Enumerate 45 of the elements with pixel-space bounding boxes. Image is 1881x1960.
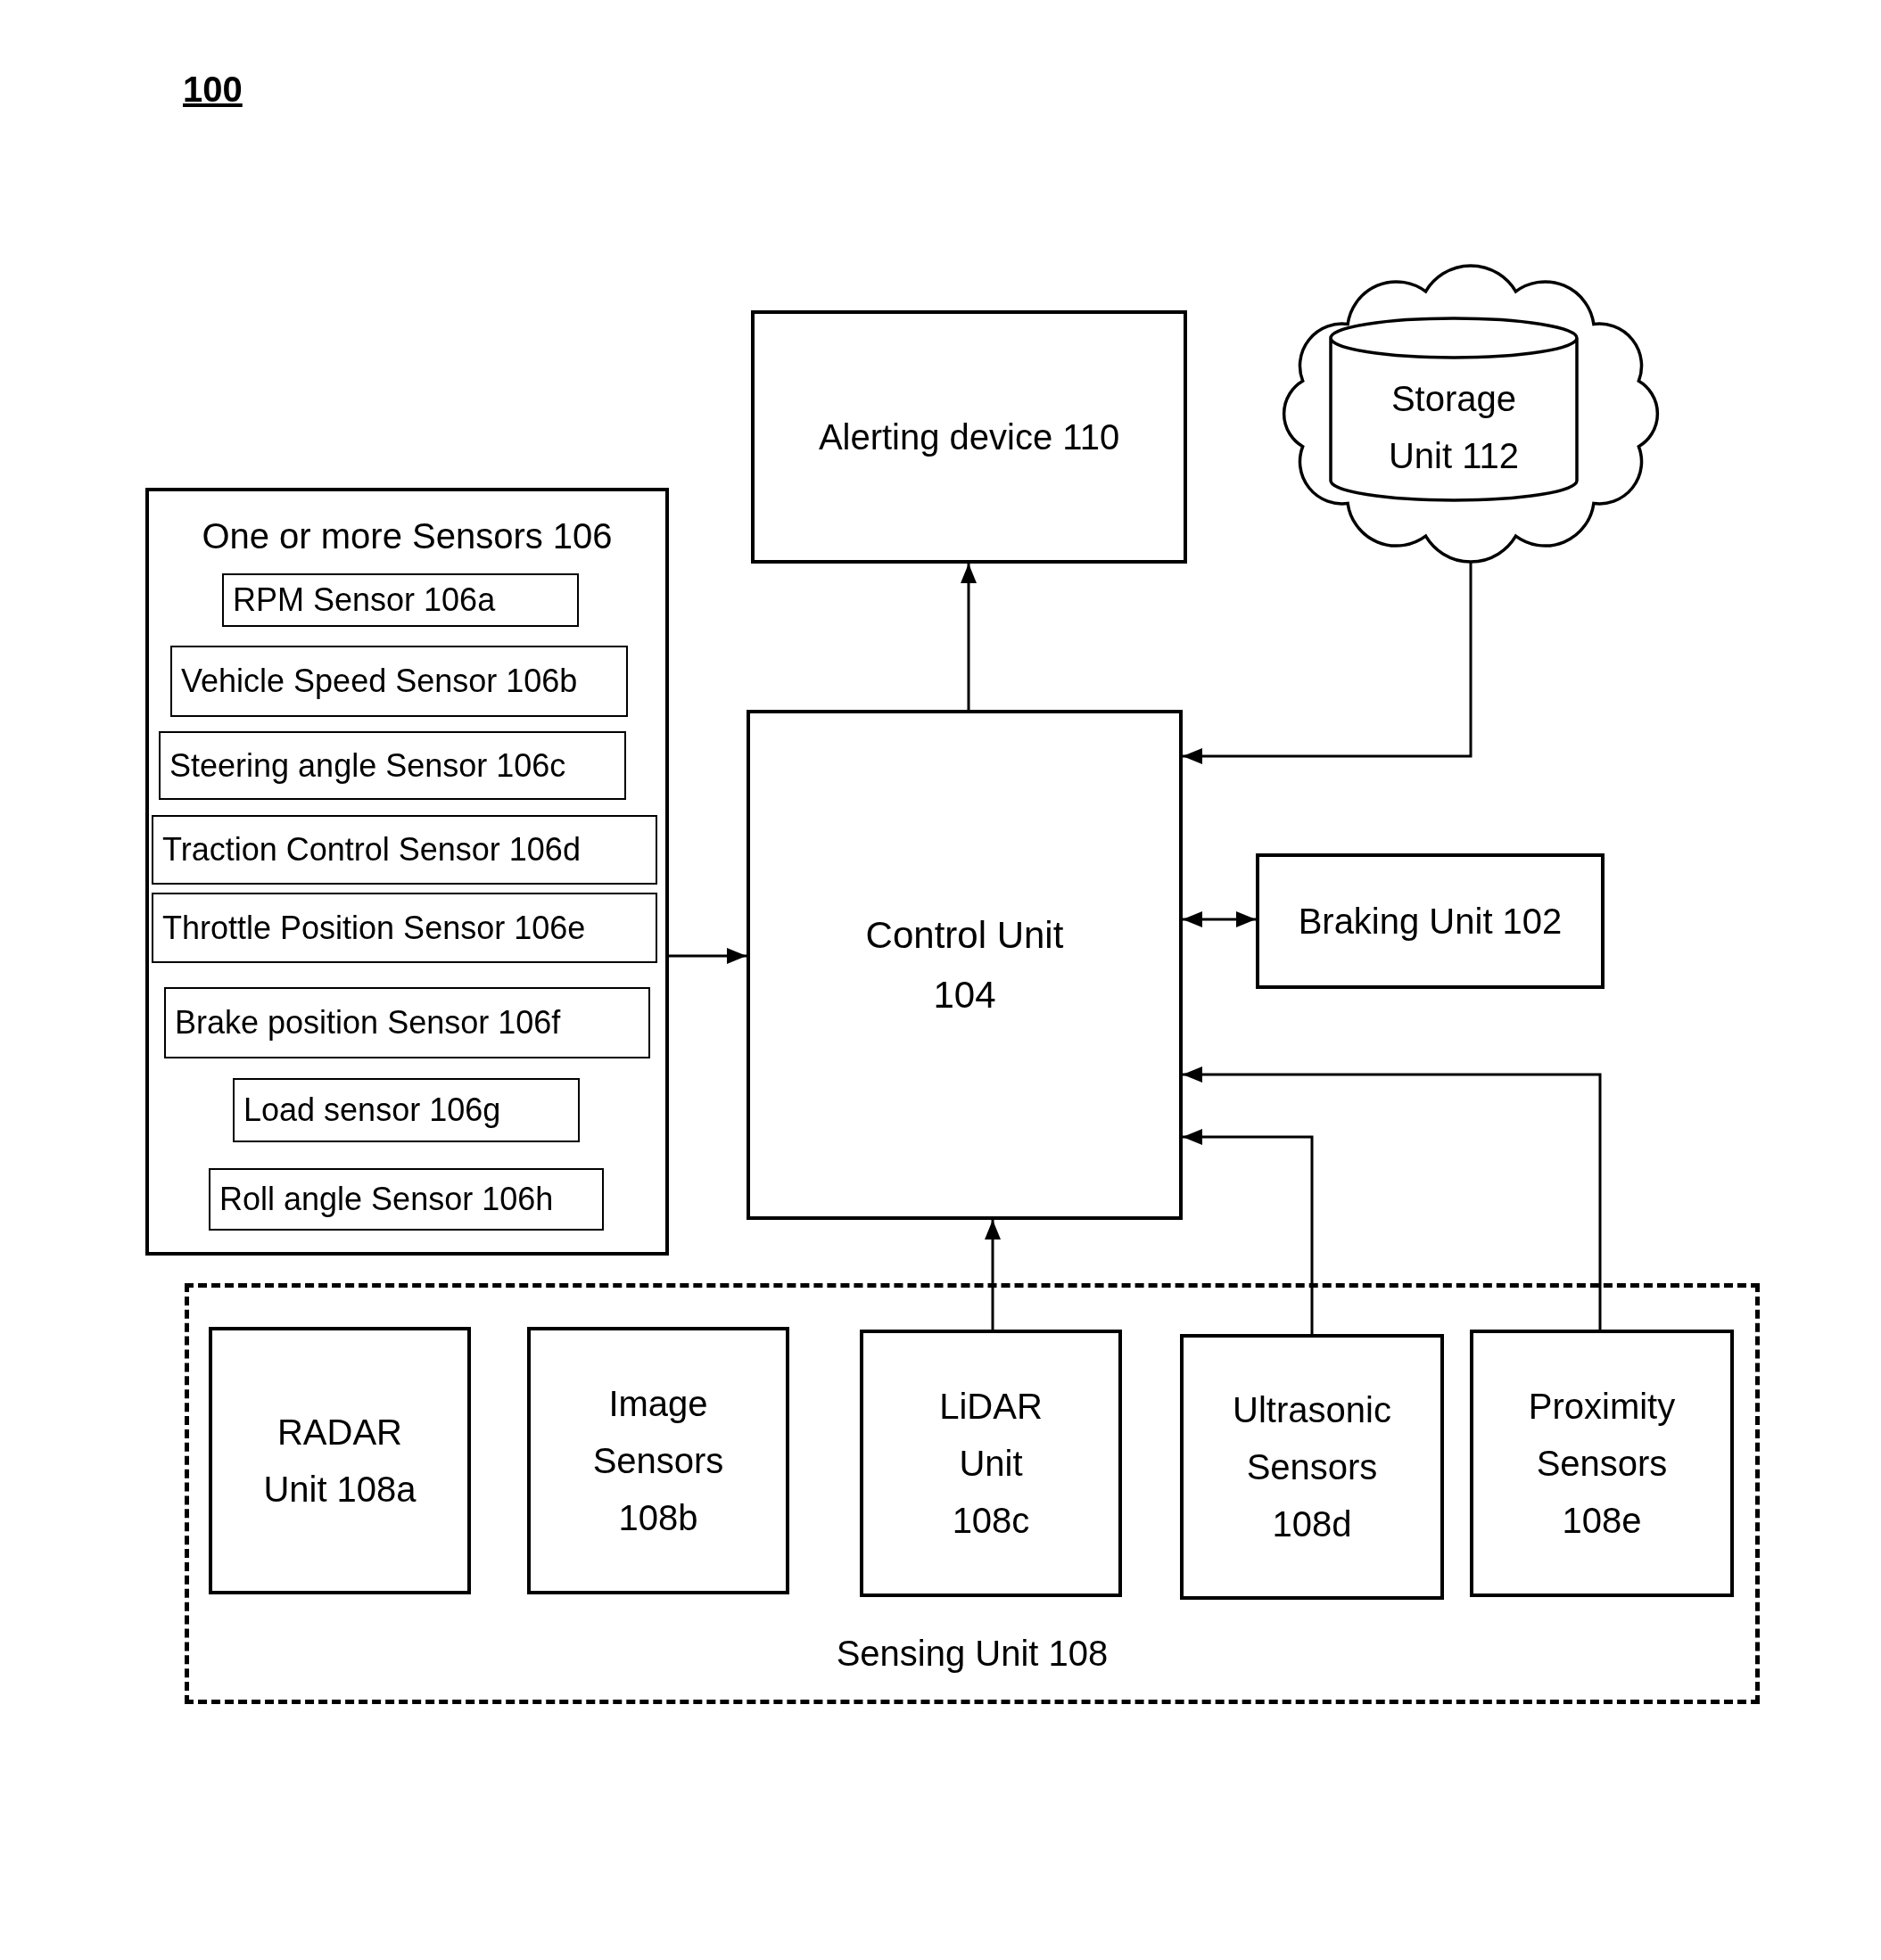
node-label: Roll angle Sensor 106h [219, 1180, 554, 1219]
process-box [860, 1330, 1122, 1597]
node-label: Traction Control Sensor 106d [162, 830, 581, 869]
group-box [145, 488, 669, 1256]
sensor-box [164, 987, 650, 1058]
process-box [1180, 1334, 1444, 1600]
figure-number: 100 [183, 70, 243, 110]
sensor-box [159, 731, 626, 800]
arrow [985, 1220, 1001, 1330]
node-label: Braking Unit 102 [1298, 901, 1563, 943]
arrow [1183, 562, 1473, 764]
node-label: Control Unit 104 [864, 912, 1065, 1017]
node-label: Sensing Unit 108 [836, 1633, 1109, 1675]
sensor-box [222, 573, 579, 627]
arrow [669, 948, 747, 964]
node-label: Throttle Position Sensor 106e [162, 908, 586, 948]
node-label: Steering angle Sensor 106c [169, 745, 566, 786]
sensor-box [152, 893, 657, 963]
arrow [1183, 1129, 1314, 1334]
sensor-box [233, 1078, 580, 1142]
arrow [1183, 911, 1256, 927]
process-box [1256, 853, 1605, 989]
node-label: Ultrasonic Sensors 108d [1232, 1389, 1392, 1545]
process-box [1470, 1330, 1734, 1597]
dashed-group-box [185, 1283, 1760, 1704]
process-box [751, 310, 1187, 564]
arrow [1183, 1066, 1602, 1330]
sensor-box [152, 815, 657, 885]
node-label: Storage Unit 112 [1388, 378, 1520, 477]
process-box [209, 1327, 471, 1594]
sensor-box [209, 1168, 604, 1231]
node-label: One or more Sensors 106 [202, 515, 613, 557]
node-label: LiDAR Unit 108c [938, 1386, 1044, 1542]
process-box [747, 710, 1183, 1220]
node-label: Image Sensors 108b [591, 1383, 725, 1539]
node-label: RPM Sensor 106a [233, 581, 496, 620]
sensor-box [170, 646, 628, 717]
node-label: Vehicle Speed Sensor 106b [181, 662, 578, 701]
node-label: RADAR Unit 108a [262, 1412, 417, 1511]
process-box [527, 1327, 789, 1594]
node-label: Alerting device 110 [818, 416, 1120, 458]
arrow [961, 564, 977, 710]
node-label: Brake position Sensor 106f [175, 1003, 561, 1042]
node-label: Load sensor 106g [243, 1091, 501, 1130]
node-label: Proximity Sensors 108e [1527, 1386, 1677, 1542]
